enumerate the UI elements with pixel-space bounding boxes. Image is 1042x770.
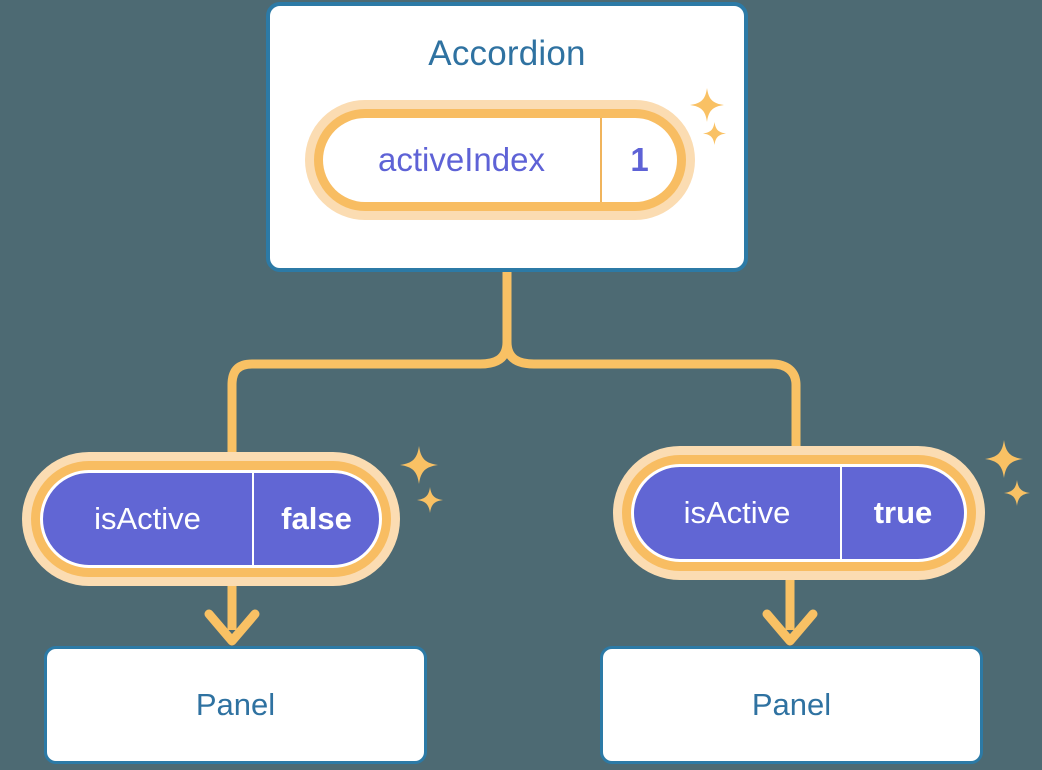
panel-card-right[interactable]: Panel xyxy=(600,646,983,764)
panel-title-right: Panel xyxy=(751,687,832,722)
prop-pill-isactive-left[interactable]: isActive false xyxy=(22,452,400,586)
panel-title-left: Panel xyxy=(195,687,276,722)
pill-body: activeIndex 1 xyxy=(323,118,677,202)
sparkle-four-point-small-icon xyxy=(417,487,443,513)
state-pill-key: activeIndex xyxy=(378,141,545,178)
pill-body: isActive false xyxy=(40,470,382,568)
pill-body: isActive true xyxy=(631,464,967,562)
prop-pill-value-left: false xyxy=(252,473,379,565)
prop-pill-key-left: isActive xyxy=(94,501,201,536)
arrow-down-icon xyxy=(204,586,260,646)
accordion-title: Accordion xyxy=(428,34,586,73)
state-pill-value: 1 xyxy=(600,118,677,202)
sparkle-four-point-small-icon xyxy=(1004,480,1030,506)
branch-connector-icon xyxy=(227,267,801,457)
sparkle-four-point-small-icon xyxy=(703,122,726,145)
panel-card-left[interactable]: Panel xyxy=(44,646,427,764)
pill-ring: isActive false xyxy=(31,461,391,577)
sparkle-four-point-large-icon xyxy=(690,88,724,122)
state-pill-activeindex[interactable]: activeIndex 1 xyxy=(305,100,695,220)
prop-pill-value-right: true xyxy=(840,467,964,559)
prop-pill-key-right: isActive xyxy=(683,495,791,530)
sparkle-four-point-large-icon xyxy=(985,440,1023,478)
pill-ring: isActive true xyxy=(622,455,976,571)
arrow-down-icon xyxy=(762,580,818,646)
pill-ring: activeIndex 1 xyxy=(314,109,686,211)
prop-pill-isactive-right[interactable]: isActive true xyxy=(613,446,985,580)
sparkle-four-point-large-icon xyxy=(400,446,438,484)
